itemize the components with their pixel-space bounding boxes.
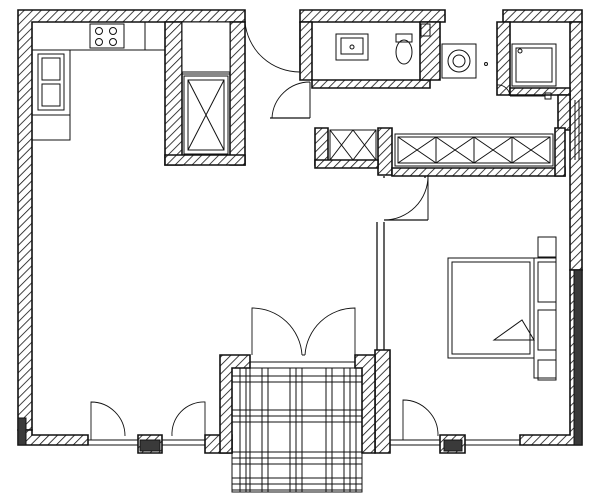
wall-bottom-right-2 bbox=[374, 349, 391, 454]
interior-walls bbox=[164, 21, 571, 350]
doors bbox=[90, 21, 511, 440]
shower bbox=[510, 43, 557, 100]
washing-machine bbox=[441, 43, 477, 79]
corner-accent-right bbox=[573, 269, 583, 446]
washbasin bbox=[335, 33, 369, 61]
double-bed bbox=[447, 257, 535, 359]
pillow-1 bbox=[537, 261, 557, 303]
balcony bbox=[231, 367, 363, 493]
kitchen-sink-basin-2 bbox=[41, 83, 61, 107]
corner-accent-left bbox=[17, 417, 27, 446]
wall-right-inner bbox=[557, 94, 571, 131]
window-door-1 bbox=[90, 401, 126, 440]
wall-closet-divider bbox=[377, 127, 393, 176]
wall-storage-bottom bbox=[164, 154, 246, 166]
nightstand-1 bbox=[537, 236, 557, 258]
wall-balcony-right bbox=[354, 354, 376, 454]
pillar-dark-1 bbox=[139, 439, 161, 452]
burner-icon bbox=[109, 27, 117, 35]
burner-icon bbox=[95, 27, 103, 35]
balcony-outline bbox=[231, 367, 363, 493]
laundry bbox=[441, 43, 488, 79]
kitchen-sink bbox=[37, 53, 65, 111]
wall-top-far-right bbox=[502, 9, 583, 23]
wall-bottom-left bbox=[17, 429, 89, 446]
wall-top-right bbox=[299, 9, 446, 23]
nightstand-2 bbox=[537, 359, 557, 381]
windows-bottom bbox=[88, 100, 580, 446]
wall-bath-left bbox=[299, 21, 313, 81]
wall-top-left bbox=[17, 9, 246, 431]
pillar-dark-2 bbox=[443, 439, 463, 452]
wall-wardrobe-bottom bbox=[391, 167, 566, 177]
wall-wardrobe-right bbox=[554, 127, 566, 177]
corridor-closet bbox=[329, 129, 377, 161]
window-door-2 bbox=[171, 401, 206, 437]
toilet-icon bbox=[395, 39, 413, 65]
storage-upper bbox=[181, 21, 231, 73]
wall-storage-left bbox=[164, 21, 183, 166]
burner-icon bbox=[95, 38, 103, 46]
wardrobe bbox=[394, 133, 554, 167]
wall-right bbox=[569, 21, 583, 271]
wall-bedroom-top bbox=[383, 176, 426, 178]
bathroom bbox=[335, 23, 431, 65]
burner-icon bbox=[109, 38, 117, 46]
cooktop bbox=[89, 23, 125, 49]
kitchen-counter bbox=[32, 49, 165, 141]
wall-storage-right bbox=[229, 21, 246, 166]
wall-shower-bottom bbox=[509, 87, 571, 96]
storage-cabinet bbox=[182, 73, 230, 155]
balcony-door-right bbox=[304, 307, 356, 356]
kitchen-sink-basin-1 bbox=[41, 57, 61, 81]
shower-tray bbox=[511, 43, 557, 87]
wall-bedroom-left bbox=[376, 222, 385, 350]
bed-cover-fold bbox=[492, 319, 535, 341]
bedroom bbox=[447, 236, 557, 381]
window-door-3 bbox=[402, 399, 439, 440]
wall-closet-bottom bbox=[314, 159, 379, 169]
wall-laundry-right bbox=[496, 21, 511, 96]
pillow-2 bbox=[537, 309, 557, 351]
kitchen bbox=[32, 22, 165, 141]
balcony-door-left bbox=[251, 307, 303, 356]
wall-bath-bottom bbox=[311, 79, 431, 89]
